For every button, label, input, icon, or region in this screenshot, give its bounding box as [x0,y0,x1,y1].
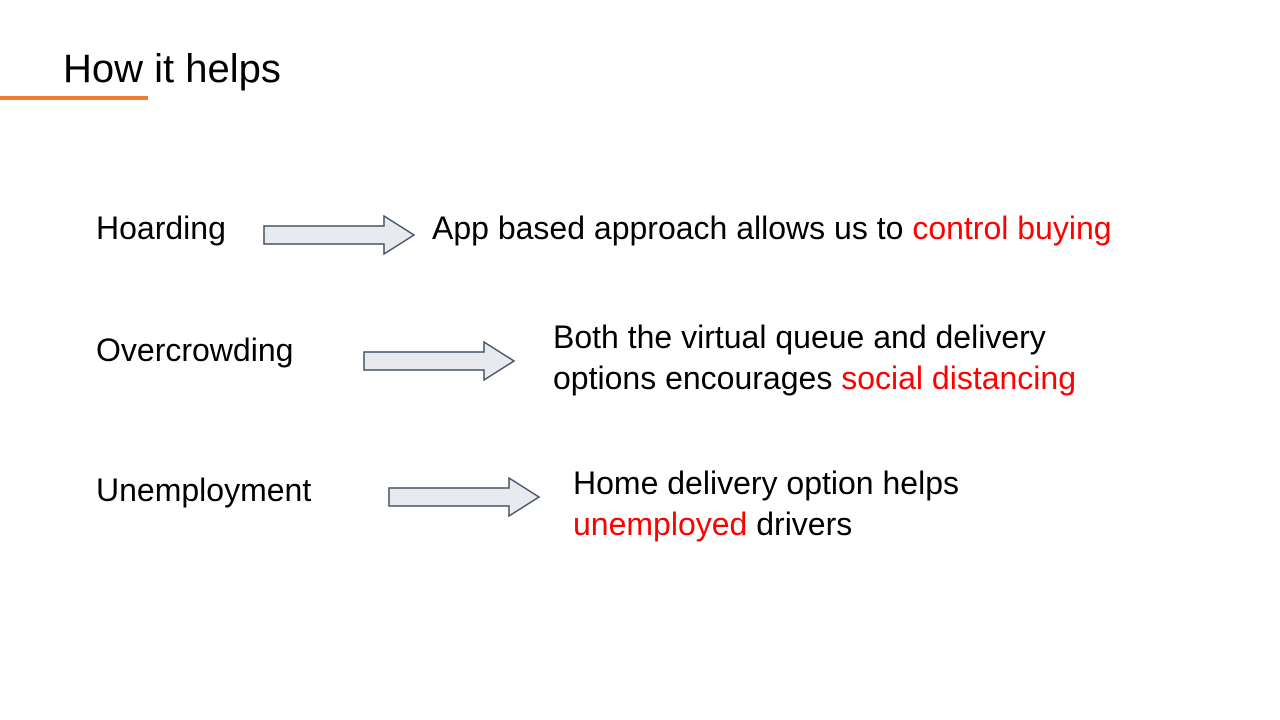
problem-label-overcrowding: Overcrowding [96,332,294,368]
solution-line: App based approach allows us to control … [432,208,1112,249]
right-arrow-shape [388,477,541,517]
problem-label-unemployment: Unemployment [96,472,312,508]
right-arrow-icon [363,341,516,381]
solution-text-unemployment: Home delivery option helps unemployed dr… [573,463,959,545]
right-arrow-shape [363,341,516,381]
right-arrow-polygon [388,477,541,517]
solution-line: Both the virtual queue and delivery [553,317,1076,358]
right-arrow-icon [388,477,541,517]
solution-text-hoarding: App based approach allows us to control … [432,208,1112,249]
solution-line: unemployed drivers [573,504,959,545]
solution-text-part: drivers [747,506,853,542]
right-arrow-polygon [363,341,516,381]
solution-text-part: Home delivery option helps [573,465,959,501]
solution-line: options encourages social distancing [553,358,1076,399]
solution-line: Home delivery option helps [573,463,959,504]
highlight-text: social distancing [841,360,1076,396]
right-arrow-shape [263,215,416,255]
title-accent-underline [0,96,148,100]
solution-text-overcrowding: Both the virtual queue and delivery opti… [553,317,1076,399]
highlight-text: unemployed [573,506,748,542]
solution-text-part: Both the virtual queue and delivery [553,319,1046,355]
solution-text-part: options encourages [553,360,842,396]
problem-label-hoarding: Hoarding [96,210,226,246]
right-arrow-icon [263,215,416,255]
highlight-text: control buying [912,210,1112,246]
right-arrow-polygon [263,215,416,255]
page-title: How it helps [63,47,281,91]
solution-text-part: App based approach allows us to [432,210,913,246]
